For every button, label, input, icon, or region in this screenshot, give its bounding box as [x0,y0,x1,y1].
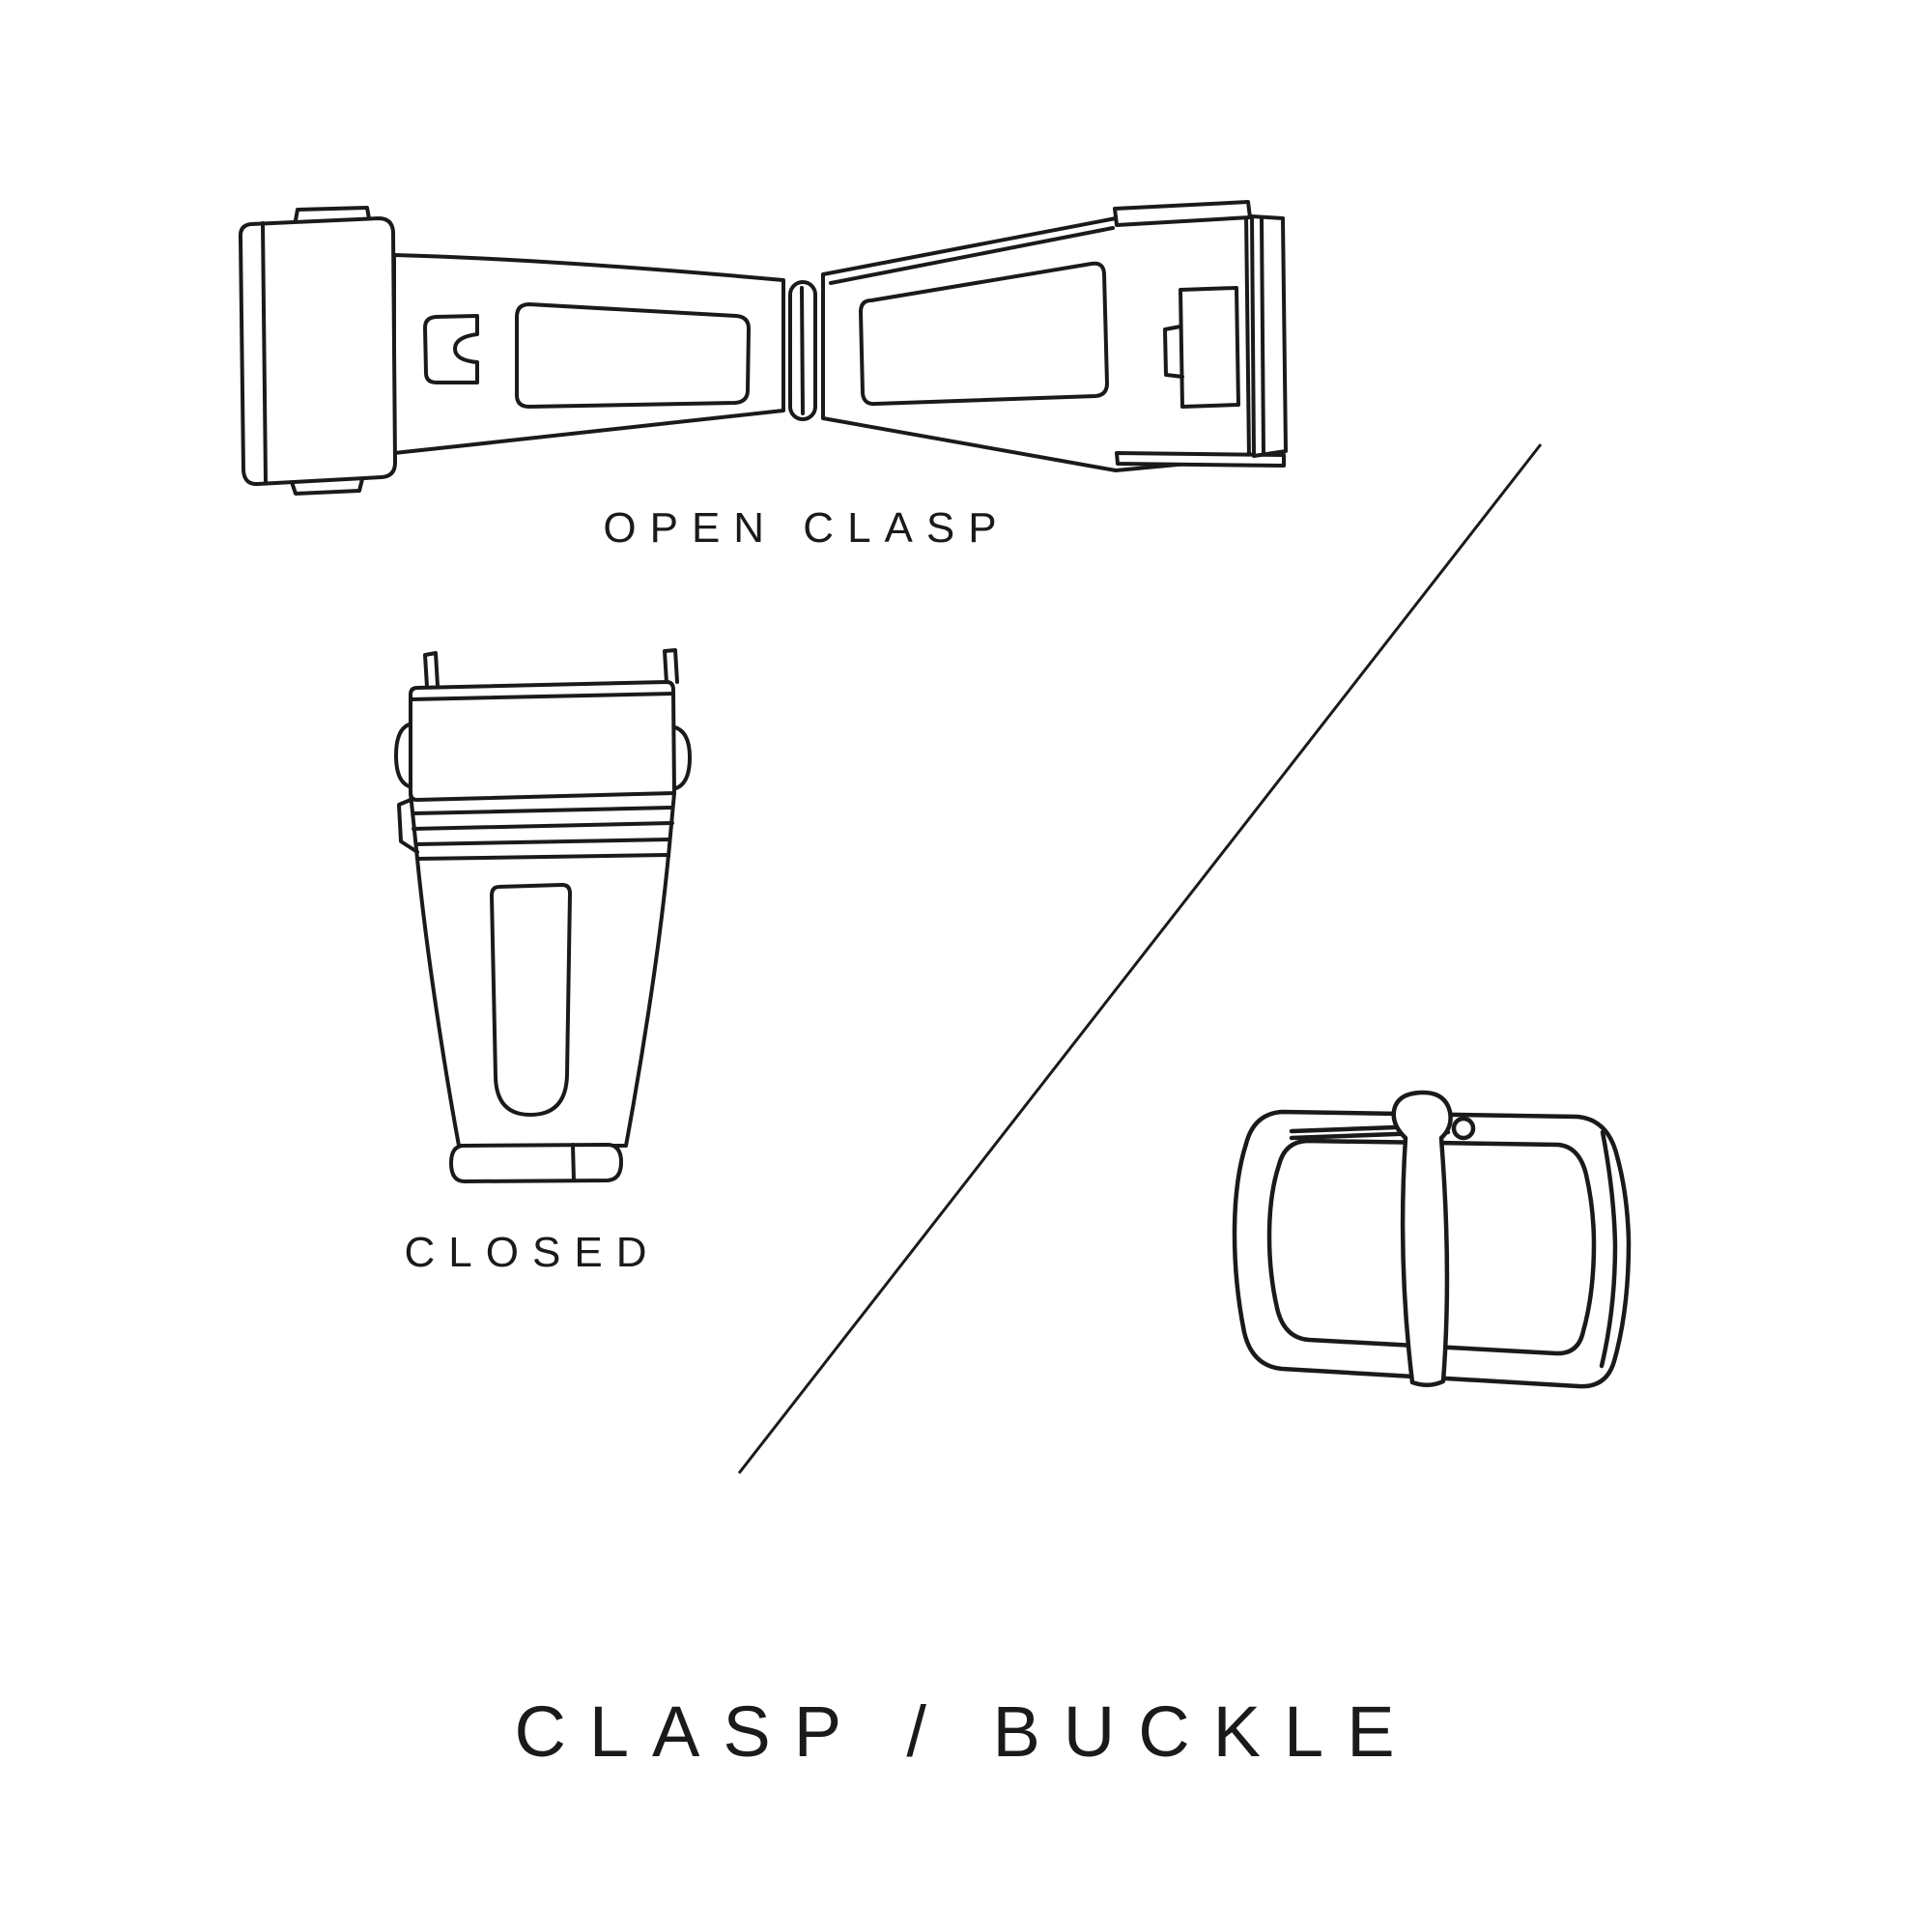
closed-clasp-illustration [394,648,692,1183]
page-title: CLASP / BUCKLE [514,1691,1418,1772]
open-clasp-label: OPEN CLASP [603,504,1010,552]
open-clasp-illustration [238,200,1288,496]
closed-clasp-label: CLOSED [404,1229,661,1276]
buckle-illustration [1232,1090,1632,1389]
diagonal-divider [737,443,1543,1474]
